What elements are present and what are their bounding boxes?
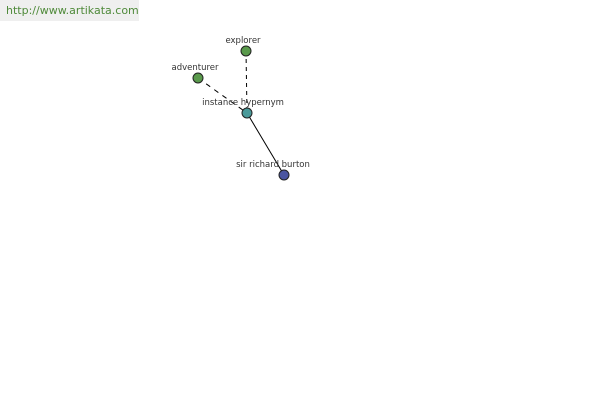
node-adventurer-marker[interactable] [192,72,204,84]
node-instance-hypernym-label: instance hypernym [202,98,284,108]
node-explorer-label: explorer [225,36,261,46]
node-instance-hypernym[interactable]: instance hypernym [202,98,284,119]
site-url-watermark[interactable]: http://www.artikata.com [0,0,139,21]
edge-instance-hypernym-sir-richard-burton [246,112,285,176]
node-explorer-marker[interactable] [240,45,252,57]
node-sir-richard-burton-marker[interactable] [278,169,290,181]
edge-explorer-instance-hypernym [245,50,248,114]
node-sir-richard-burton[interactable]: sir richard burton [236,160,310,181]
node-adventurer-label: adventurer [171,63,219,73]
node-explorer[interactable]: explorer [225,36,261,57]
node-adventurer[interactable]: adventurer [171,63,219,84]
node-sir-richard-burton-label: sir richard burton [236,160,310,170]
edge-adventurer-instance-hypernym [197,77,248,114]
node-instance-hypernym-marker[interactable] [241,107,253,119]
